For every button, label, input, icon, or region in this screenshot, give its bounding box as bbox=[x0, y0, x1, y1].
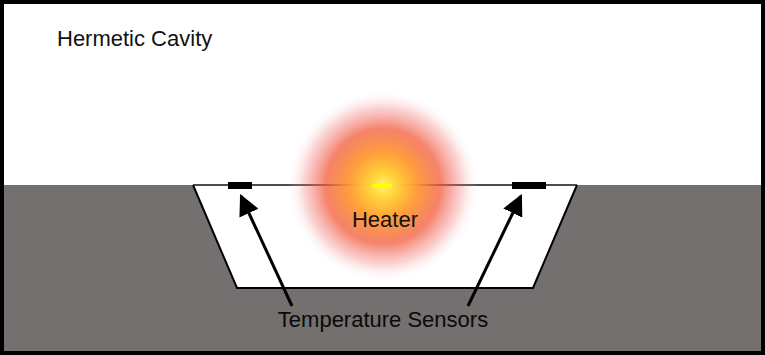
temperature-sensor bbox=[228, 182, 252, 189]
region-title: Hermetic Cavity bbox=[57, 26, 761, 52]
heater-label: Heater bbox=[193, 207, 577, 233]
trapezoid-fill bbox=[193, 185, 577, 288]
membrane bbox=[193, 184, 577, 186]
sensor-label: Temperature Sensors bbox=[278, 307, 488, 333]
cavity-ground bbox=[0, 0, 765, 185]
heater-cavity: Heater bbox=[193, 185, 577, 288]
temperature-sensor bbox=[512, 182, 546, 189]
substrate bbox=[0, 185, 765, 355]
leader-arrow bbox=[468, 196, 521, 306]
trapezoid-border bbox=[193, 185, 577, 288]
trapezoid-outline bbox=[193, 185, 577, 288]
heat-glow bbox=[287, 90, 479, 282]
heater-element bbox=[372, 184, 392, 188]
leader-arrow bbox=[241, 196, 292, 306]
cavity-region: Hermetic Cavity bbox=[4, 4, 761, 185]
